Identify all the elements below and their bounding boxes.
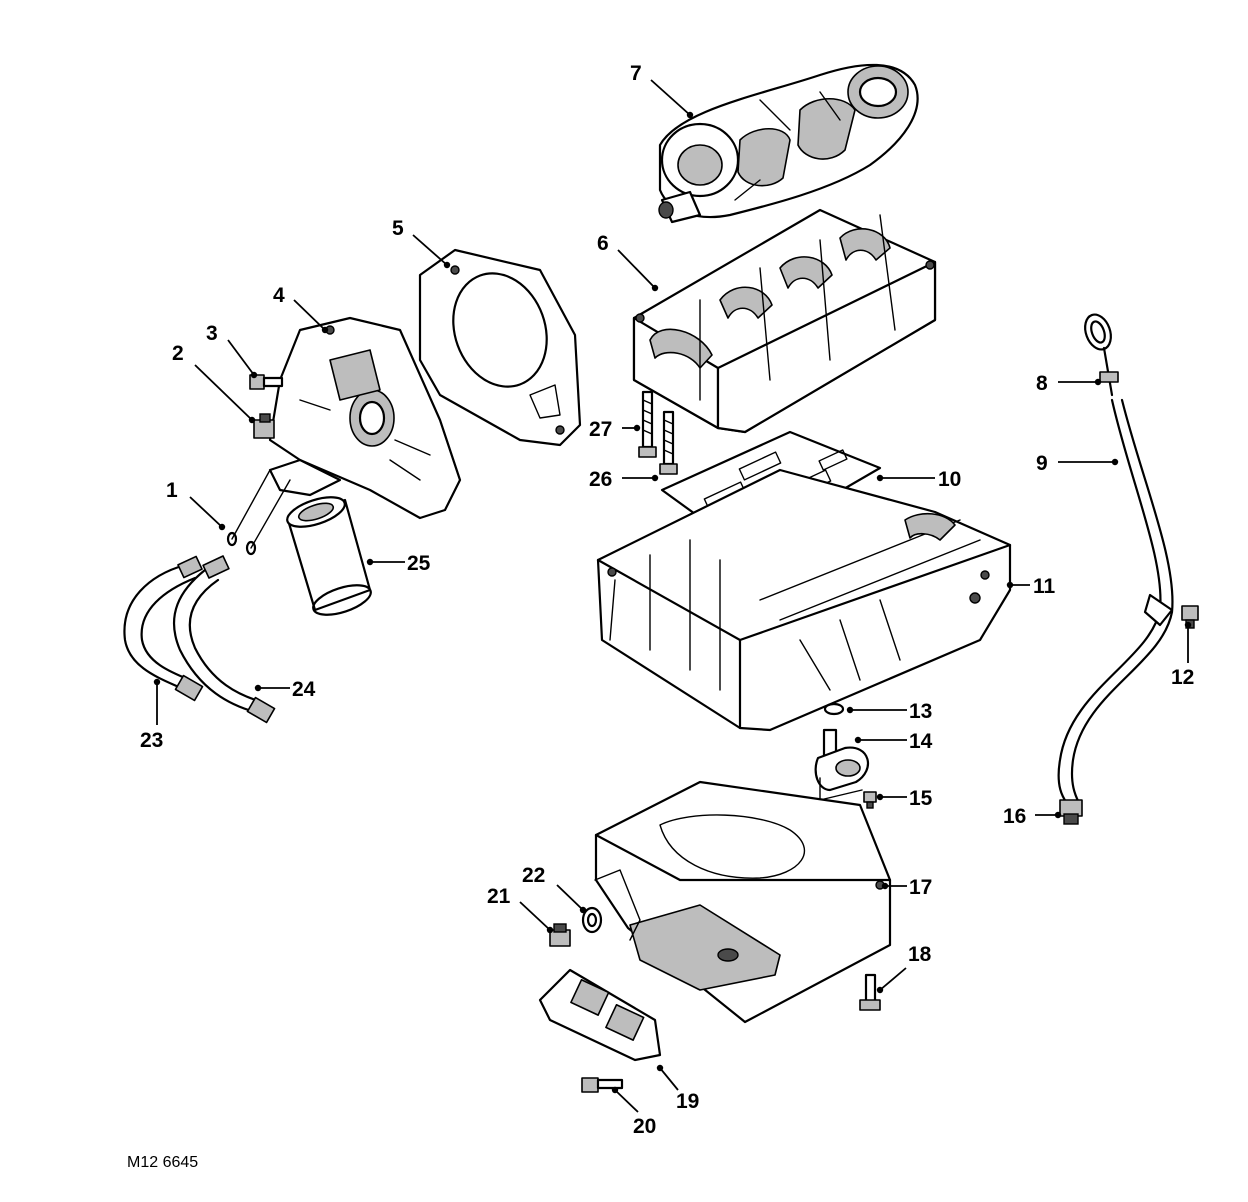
callout-15: 15 [909, 787, 933, 810]
callout-25: 25 [407, 552, 431, 575]
bolt-20 [581, 1077, 624, 1093]
callout-20: 20 [633, 1115, 656, 1138]
callout-17: 17 [909, 876, 932, 899]
callout-8: 8 [1036, 372, 1048, 395]
sealing-washer [581, 906, 603, 934]
o-ring [823, 702, 845, 716]
oil-filter [286, 496, 372, 616]
oil-pump-housing [268, 316, 462, 520]
callout-16: 16 [1003, 805, 1026, 828]
callout-labels: 1 2 3 4 5 6 7 8 9 10 11 12 13 14 15 16 1… [140, 62, 1194, 1138]
callout-11: 11 [1033, 575, 1056, 598]
callout-4: 4 [273, 284, 285, 307]
callout-7: 7 [630, 62, 642, 85]
figure-reference: M12 6645 [127, 1154, 198, 1171]
callout-19: 19 [676, 1090, 699, 1113]
o-rings [226, 469, 291, 556]
callout-24: 24 [292, 678, 316, 701]
callout-9: 9 [1036, 452, 1048, 475]
callout-10: 10 [938, 468, 961, 491]
bolt-3 [249, 374, 284, 390]
sump-baffle [538, 968, 662, 1062]
cooler-pipe-24 [172, 555, 276, 724]
callout-6: 6 [597, 232, 609, 255]
callout-22: 22 [522, 864, 545, 887]
bolt-18 [859, 973, 881, 1011]
dipstick [1084, 313, 1119, 397]
oil-pickup [814, 728, 869, 792]
dipstick-tube [1057, 398, 1174, 807]
callout-5: 5 [392, 217, 404, 240]
callout-3: 3 [206, 322, 218, 345]
leader-lines [153, 79, 1192, 1113]
pressure-switch [253, 413, 275, 439]
bolt-26 [659, 410, 678, 475]
sump-upper [596, 468, 1012, 732]
callout-21: 21 [487, 885, 511, 908]
callout-12: 12 [1171, 666, 1194, 689]
callout-23: 23 [140, 729, 163, 752]
dipstick-seal [1059, 799, 1083, 825]
bearing-ladder [632, 208, 937, 434]
sump-lower [594, 780, 892, 1024]
callout-1: 1 [166, 479, 178, 502]
callout-2: 2 [172, 342, 184, 365]
drain-plug [549, 923, 571, 947]
callout-14: 14 [909, 730, 933, 753]
cooler-pipe-23 [123, 555, 204, 702]
bolt-27 [638, 390, 657, 458]
callout-27: 27 [589, 418, 612, 441]
callout-26: 26 [589, 468, 612, 491]
bolt-15 [863, 791, 877, 809]
crankshaft [658, 63, 919, 224]
callout-18: 18 [908, 943, 932, 966]
gasket [418, 248, 582, 447]
callout-13: 13 [909, 700, 932, 723]
